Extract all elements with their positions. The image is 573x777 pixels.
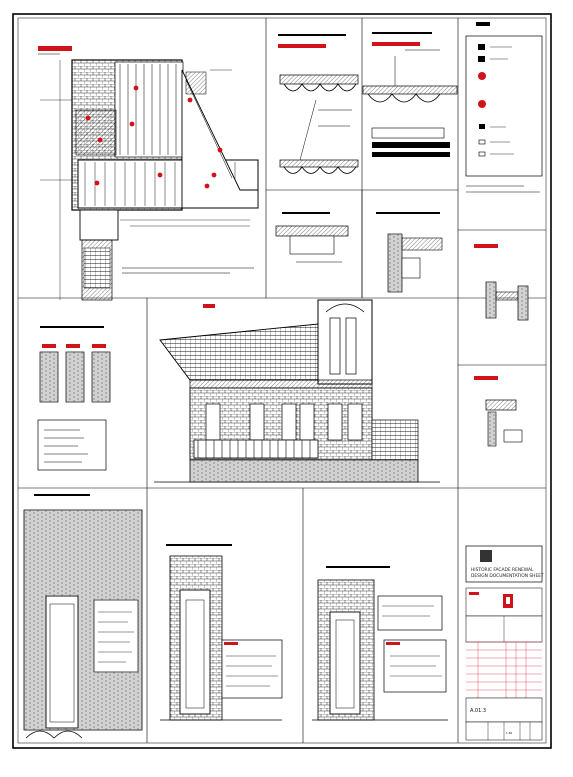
floor-plan	[38, 46, 259, 301]
sheet-number: A.01.3	[470, 708, 486, 714]
project-title-line-2: DESIGN DOCUMENTATION SHEET	[471, 573, 544, 579]
floor-section-b	[362, 32, 458, 157]
opening-elevation-2	[160, 544, 283, 721]
legend	[465, 22, 543, 193]
floor-section-a	[278, 34, 359, 174]
panel-grid	[18, 18, 546, 743]
opening-elevation-3	[312, 566, 448, 721]
detail-lintel-b	[376, 212, 443, 293]
opening-elevation-1	[23, 494, 143, 739]
title-block: HISTORIC FACADE RENEWAL DESIGN DOCUMENTA…	[465, 545, 544, 741]
detail-lintel-a	[275, 212, 349, 263]
facade-elevation	[154, 299, 440, 483]
detail-sill-right	[474, 244, 529, 321]
wall-layer-detail	[37, 326, 111, 471]
drawing-scale: 1:50	[506, 731, 513, 735]
project-title-line-1: HISTORIC FACADE RENEWAL	[471, 567, 534, 573]
detail-sill-right-2	[474, 376, 523, 447]
